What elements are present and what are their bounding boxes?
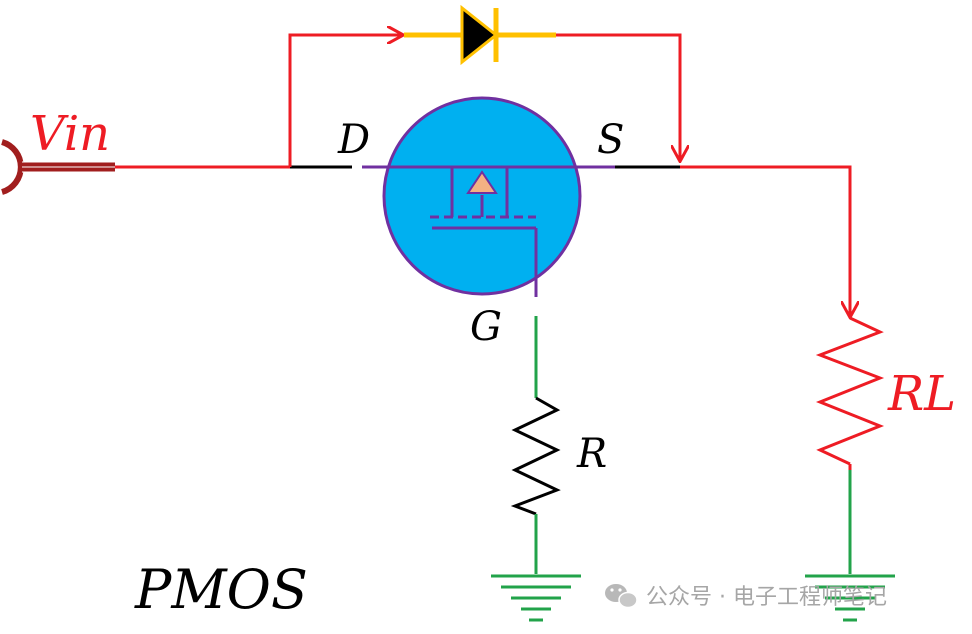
gate-resistor-label: R — [576, 431, 607, 477]
gate-resistor — [510, 396, 561, 516]
source-label: S — [597, 117, 624, 163]
mosfet-internals — [362, 165, 615, 297]
diode-triangle — [460, 4, 499, 66]
load-ground-symbol — [805, 574, 895, 622]
watermark-text: 公众号 · 电子工程师笔记 — [646, 585, 887, 610]
vin-connector — [1, 139, 115, 195]
device-type-label: PMOS — [134, 558, 308, 621]
load-resistor — [815, 316, 885, 466]
output-wire — [680, 165, 852, 318]
watermark: 公众号 · 电子工程师笔记 — [605, 584, 887, 610]
vin-label: Vin — [30, 106, 110, 162]
body-diode-arrow — [466, 170, 498, 194]
drain-label: D — [337, 117, 370, 163]
wechat-icon — [605, 584, 638, 609]
load-resistor-label: RL — [887, 366, 956, 422]
gate-label: G — [470, 304, 502, 350]
vin-terminal-arc — [1, 139, 24, 195]
gate-ground-symbol — [491, 574, 581, 622]
